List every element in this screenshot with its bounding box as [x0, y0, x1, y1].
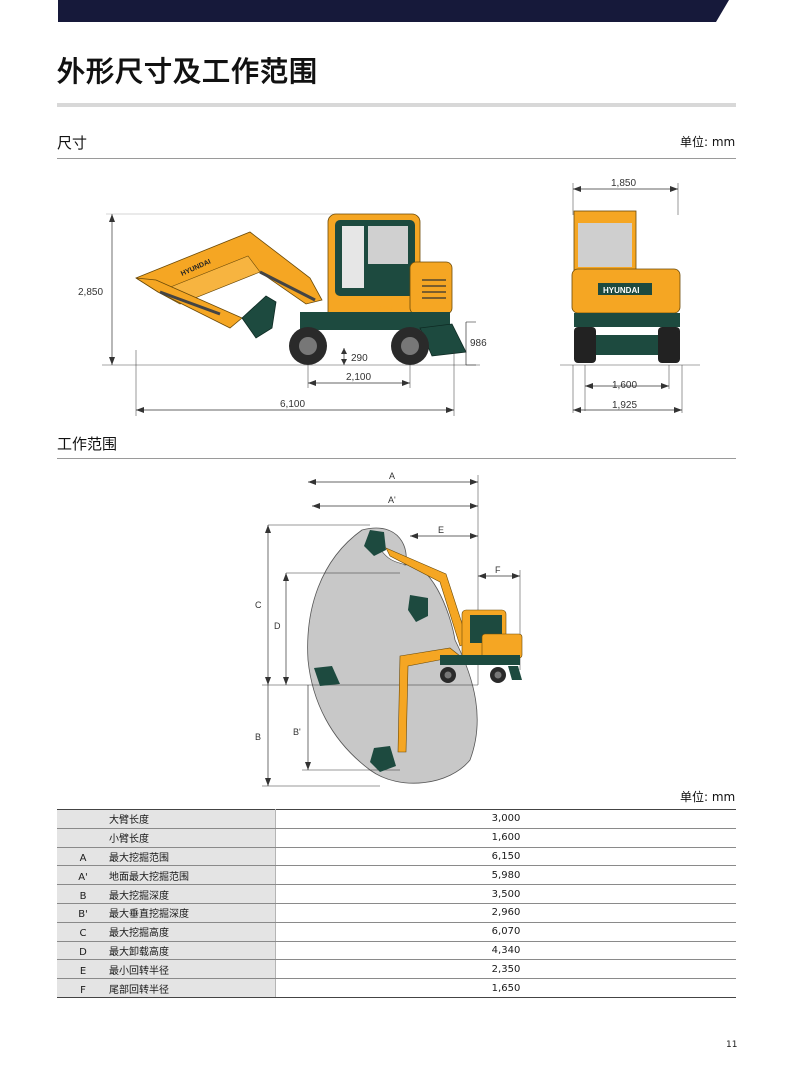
page-title: 外形尺寸及工作范围 — [57, 55, 319, 88]
row-value: 6,150 — [275, 847, 736, 867]
table-row: 小臂长度 1,600 — [57, 828, 736, 848]
dim-track: 1,600 — [612, 380, 637, 391]
row-label-cell: 小臂长度 — [57, 828, 276, 848]
row-label: 最大卸载高度 — [109, 946, 169, 958]
table-row: B' 最大垂直挖掘深度 2,960 — [57, 903, 736, 923]
front-brand: HYUNDAI — [603, 286, 639, 295]
row-value: 6,070 — [275, 922, 736, 942]
row-label: 地面最大挖掘范围 — [109, 871, 189, 883]
row-code: A — [79, 852, 87, 864]
side-view-drawing: 2,850 HYUNDAI 60W 986 290 2,100 6,100 — [78, 213, 487, 416]
dimensions-unit: 单位: mm — [680, 135, 736, 149]
row-code: A' — [78, 871, 88, 883]
row-label: 最大挖掘深度 — [109, 890, 169, 902]
row-label-cell: C 最大挖掘高度 — [57, 922, 276, 942]
label-F: F — [495, 565, 501, 575]
row-value: 1,600 — [275, 828, 736, 848]
row-label: 最小回转半径 — [109, 965, 169, 977]
row-label: 最大挖掘高度 — [109, 928, 169, 940]
table-row: C 最大挖掘高度 6,070 — [57, 922, 736, 942]
title-divider — [57, 103, 736, 107]
label-D: D — [274, 621, 281, 631]
label-E: E — [438, 525, 444, 535]
row-label-cell: E 最小回转半径 — [57, 959, 276, 980]
row-code: D — [79, 946, 87, 958]
row-label: 大臂长度 — [109, 815, 149, 827]
table-row: D 最大卸载高度 4,340 — [57, 941, 736, 961]
row-code: E — [79, 965, 87, 977]
dim-wheelbase: 2,100 — [346, 372, 371, 383]
label-B-prime: B' — [293, 727, 301, 737]
row-label: 小臂长度 — [109, 834, 149, 846]
dim-overall-width: 1,925 — [612, 400, 637, 411]
row-label: 最大垂直挖掘深度 — [109, 909, 189, 921]
table-unit: 单位: mm — [680, 790, 736, 804]
row-value: 1,650 — [275, 978, 736, 998]
dim-overall-length: 6,100 — [280, 399, 305, 410]
table-row: A 最大挖掘范围 6,150 — [57, 847, 736, 867]
row-label-cell: 大臂长度 — [57, 809, 276, 829]
dim-blade-height: 986 — [470, 338, 487, 349]
front-view-drawing: 1,850 HYUNDAI 1,600 1,925 — [560, 178, 700, 413]
label-B: B — [255, 732, 261, 742]
dimensions-divider — [57, 158, 736, 159]
row-code: C — [79, 928, 87, 940]
dim-height: 2,850 — [78, 287, 103, 298]
row-code: B — [79, 890, 87, 902]
row-label-cell: B 最大挖掘深度 — [57, 884, 276, 904]
row-label-cell: A' 地面最大挖掘范围 — [57, 865, 276, 886]
page-number: 11 — [726, 1040, 738, 1050]
row-value: 2,350 — [275, 959, 736, 980]
label-A: A — [389, 471, 395, 481]
dim-top-width: 1,850 — [611, 178, 636, 189]
dim-ground-clearance: 290 — [351, 353, 368, 364]
row-label: 最大挖掘范围 — [109, 852, 169, 864]
row-value: 3,000 — [275, 809, 736, 829]
table-row: F 尾部回转半径 1,650 — [57, 978, 736, 998]
row-label-cell: F 尾部回转半径 — [57, 978, 276, 998]
table-row: A' 地面最大挖掘范围 5,980 — [57, 865, 736, 886]
side-model: 60W — [378, 306, 394, 313]
row-value: 3,500 — [275, 884, 736, 904]
row-value: 5,980 — [275, 865, 736, 886]
row-code: B' — [78, 909, 88, 921]
working-range-diagram: A A' E F C D B B' — [255, 471, 523, 787]
row-code: F — [80, 984, 86, 996]
working-range-divider — [57, 458, 736, 459]
row-label-cell: A 最大挖掘范围 — [57, 847, 276, 867]
working-range-heading: 工作范围 — [57, 435, 118, 453]
row-value: 4,340 — [275, 941, 736, 961]
row-label-cell: B' 最大垂直挖掘深度 — [57, 903, 276, 923]
label-C: C — [255, 600, 262, 610]
table-row: B 最大挖掘深度 3,500 — [57, 884, 736, 904]
row-label: 尾部回转半径 — [109, 984, 169, 996]
label-A-prime: A' — [388, 495, 396, 505]
dimensions-heading: 尺寸 — [57, 134, 88, 152]
row-label-cell: D 最大卸载高度 — [57, 941, 276, 961]
table-row: 大臂长度 3,000 — [57, 809, 736, 829]
row-value: 2,960 — [275, 903, 736, 923]
table-row: E 最小回转半径 2,350 — [57, 959, 736, 980]
header-band — [58, 0, 729, 22]
